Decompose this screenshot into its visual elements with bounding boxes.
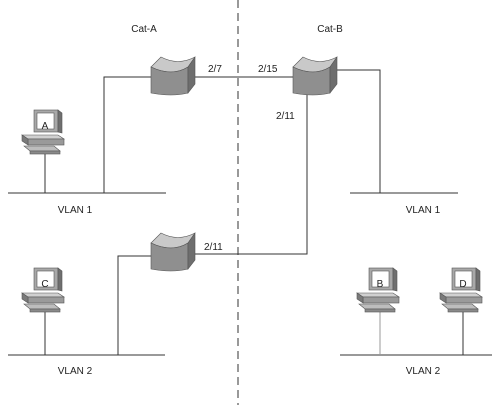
vlan-label-left-2: VLAN 2 — [58, 366, 93, 377]
switch-cat-a — [150, 56, 196, 96]
pc-host-c — [21, 267, 65, 313]
vlan-label-right-2: VLAN 2 — [406, 366, 441, 377]
switch-cat-a-vlan2 — [150, 232, 196, 272]
port-cat-b-trunk: 2/15 — [258, 64, 278, 75]
host-c-label: C — [41, 279, 48, 290]
pc-host-a — [21, 109, 65, 155]
pc-host-d — [439, 267, 483, 313]
switch-cat-b — [292, 56, 338, 96]
link-cat-a-vlan1 — [103, 76, 152, 193]
host-d-label: D — [459, 279, 466, 290]
host-a-label: A — [42, 121, 49, 132]
port-cat-a-trunk: 2/7 — [208, 64, 222, 75]
host-b-label: B — [377, 279, 384, 290]
port-cat-b-vlan2: 2/11 — [276, 111, 295, 122]
link-cat-b-vlan1 — [337, 69, 381, 193]
link-cat-b-cat-a-vlan2 — [193, 95, 308, 255]
link-cat-a-vlan2 — [117, 255, 152, 355]
links — [8, 69, 492, 356]
vlan-label-right-1: VLAN 1 — [406, 205, 441, 216]
cat-b-name: Cat-B — [317, 24, 343, 35]
cat-a-name: Cat-A — [131, 24, 157, 35]
vlan-label-left-1: VLAN 1 — [58, 205, 93, 216]
pc-host-b — [356, 267, 400, 313]
port-cat-a-vlan2: 2/11 — [204, 242, 223, 253]
